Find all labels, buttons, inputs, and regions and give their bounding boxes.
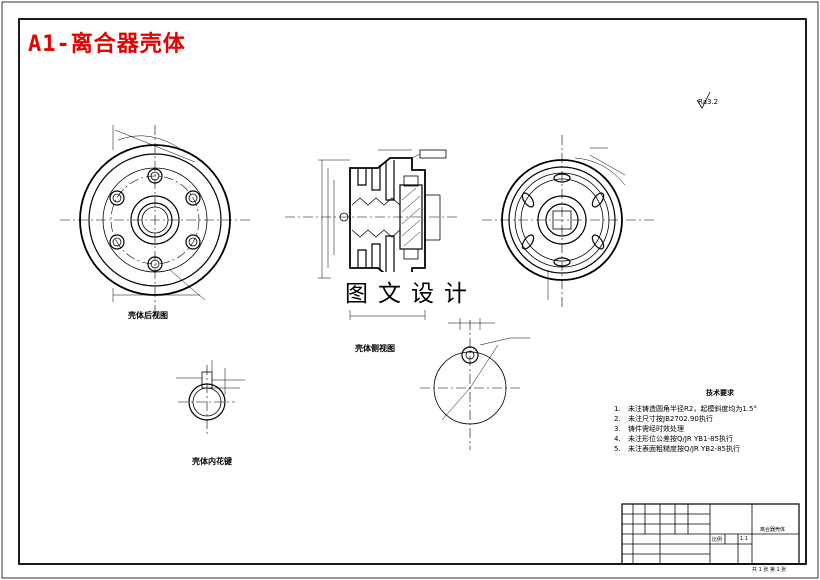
side-view-drawing	[285, 149, 458, 320]
title-block-part-name: 离合器壳体	[760, 527, 786, 533]
notes-title: 技术要求	[706, 389, 734, 397]
drawing-title: A1-离合器壳体	[28, 32, 186, 57]
note-item: 5.未注表面粗糙度按Q/JR YB2-85执行	[614, 445, 740, 453]
inner-frame	[18, 18, 807, 565]
title-block-scale-label: 比例	[712, 537, 723, 543]
title-block-scale-value: 1:1	[740, 536, 749, 542]
roughness-symbol	[696, 91, 711, 109]
circle-detail-drawing	[420, 318, 530, 450]
rear-view-drawing	[60, 125, 252, 318]
note-item: 4.未注形位公差按Q/JR YB1-85执行	[614, 435, 733, 443]
note-item: 2.未注尺寸按JB2702.90执行	[614, 415, 713, 423]
watermark-label: 图文设计	[331, 272, 491, 310]
side-view-caption: 壳体侧视图	[355, 344, 395, 353]
front-view-drawing	[482, 135, 655, 310]
spline-detail-drawing	[176, 360, 245, 435]
sheet-info: 共 1 张 第 1 张	[752, 567, 787, 573]
note-item: 3.铸件需经时效处理	[614, 425, 684, 433]
roughness-value: Ra3.2	[698, 98, 719, 106]
note-item: 1.未注铸造圆角半径R2，起模斜度均为1.5°	[614, 405, 757, 413]
title-block	[621, 503, 800, 565]
rear-view-caption: 壳体后视图	[128, 311, 168, 320]
spline-view-caption: 壳体内花键	[192, 457, 232, 466]
